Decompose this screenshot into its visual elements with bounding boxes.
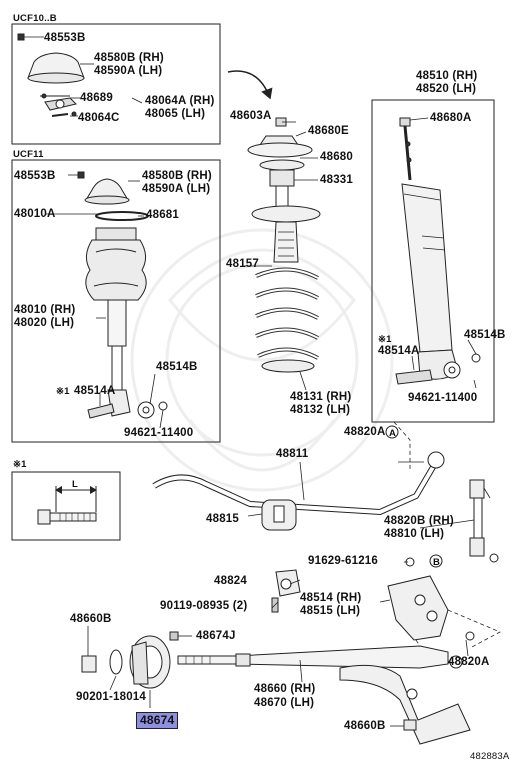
- arrow-to-strut: [227, 70, 273, 100]
- part-48670[interactable]: 48670 (LH): [254, 697, 315, 709]
- box-ucf11: [11, 159, 221, 443]
- part-48010a[interactable]: 48010A: [14, 208, 56, 220]
- part-48689[interactable]: 48689: [80, 92, 113, 104]
- box-shock-absorber: [371, 99, 495, 423]
- part-48510[interactable]: 48510 (RH): [416, 70, 478, 82]
- part-48520[interactable]: 48520 (LH): [416, 83, 477, 95]
- section-label-ucf11: UCF11: [13, 149, 44, 160]
- shock-absorber-drawing: [395, 117, 481, 385]
- part-48810[interactable]: 48810 (LH): [384, 528, 445, 540]
- part-48515[interactable]: 48515 (LH): [300, 605, 361, 617]
- ucf10-parts-drawing: [17, 33, 85, 117]
- part-94621-left[interactable]: 94621-11400: [124, 427, 194, 439]
- part-48331[interactable]: 48331: [320, 174, 353, 186]
- part-48157[interactable]: 48157: [226, 258, 259, 270]
- part-48553b[interactable]: 48553B: [14, 170, 56, 182]
- dashed-link-shock: [393, 421, 411, 470]
- part-94621-right[interactable]: 94621-11400: [408, 392, 478, 404]
- part-48660[interactable]: 48660 (RH): [254, 683, 316, 695]
- part-48131[interactable]: 48131 (RH): [290, 391, 352, 403]
- part-48660b-bottom[interactable]: 48660B: [344, 720, 386, 732]
- part-48514b-left[interactable]: 48514B: [156, 361, 198, 373]
- lower-arm-drawing: [81, 557, 475, 745]
- part-48815[interactable]: 48815: [206, 513, 239, 525]
- part-48553b-top[interactable]: 48553B: [44, 32, 86, 44]
- part-48674-highlighted[interactable]: 48674: [136, 712, 179, 729]
- part-48064a[interactable]: 48064A (RH): [145, 95, 215, 107]
- part-48603a[interactable]: 48603A: [230, 110, 272, 122]
- part-48811[interactable]: 48811: [276, 448, 309, 460]
- part-48674j[interactable]: 48674J: [196, 630, 236, 642]
- section-label-note-1: ※1: [13, 459, 27, 470]
- part-48064c[interactable]: 48064C: [78, 112, 120, 124]
- part-48514[interactable]: 48514 (RH): [300, 592, 362, 604]
- ref-circle-a1: A: [389, 428, 397, 439]
- box-ucf10: [11, 23, 221, 145]
- part-48590a-top[interactable]: 48590A (LH): [94, 65, 163, 77]
- part-48514a-left[interactable]: 48514A: [74, 385, 116, 397]
- section-label-ucf10: UCF10..B: [13, 13, 57, 24]
- part-48820a-bottom[interactable]: 48820A: [448, 656, 490, 668]
- bolt-detail-drawing: [37, 486, 97, 525]
- part-90119[interactable]: 90119-08935 (2): [160, 600, 248, 612]
- stabilizer-bar-drawing: [152, 451, 499, 563]
- dashed-link-arm: [415, 609, 501, 649]
- part-48580b[interactable]: 48580B (RH): [142, 170, 212, 182]
- part-48820b[interactable]: 48820B (RH): [384, 515, 454, 527]
- reference-circles: [385, 425, 463, 669]
- part-48680a[interactable]: 48680A: [430, 112, 472, 124]
- part-48680e[interactable]: 48680E: [308, 125, 349, 137]
- part-48065[interactable]: 48065 (LH): [145, 108, 206, 120]
- watermark-emblem: [130, 228, 394, 492]
- part-48132[interactable]: 48132 (LH): [290, 404, 351, 416]
- part-48680[interactable]: 48680: [320, 151, 353, 163]
- coil-spring-strut-drawing: [247, 117, 321, 373]
- part-48824[interactable]: 48824: [214, 575, 247, 587]
- figure-code: 482883A: [470, 751, 510, 762]
- part-48514a-right[interactable]: 48514A: [378, 345, 420, 357]
- part-48820a-top[interactable]: 48820A: [344, 426, 386, 438]
- dimension-label-l: L: [72, 479, 79, 490]
- part-48660b-left[interactable]: 48660B: [70, 613, 112, 625]
- ref-circle-b: B: [433, 557, 441, 568]
- part-48681[interactable]: 48681: [146, 209, 179, 221]
- part-48020[interactable]: 48020 (LH): [14, 317, 75, 329]
- part-48514b-right[interactable]: 48514B: [464, 329, 506, 341]
- part-90201[interactable]: 90201-18014: [76, 691, 146, 703]
- air-spring-drawing: [77, 171, 168, 419]
- box-note-1: [11, 471, 121, 541]
- part-91629[interactable]: 91629-61216: [308, 555, 378, 567]
- ref-note-left: ※1: [56, 386, 70, 397]
- ref-note-right: ※1: [378, 334, 392, 345]
- part-48010[interactable]: 48010 (RH): [14, 304, 76, 316]
- part-48580b-top[interactable]: 48580B (RH): [94, 52, 164, 64]
- part-48590a[interactable]: 48590A (LH): [142, 183, 211, 195]
